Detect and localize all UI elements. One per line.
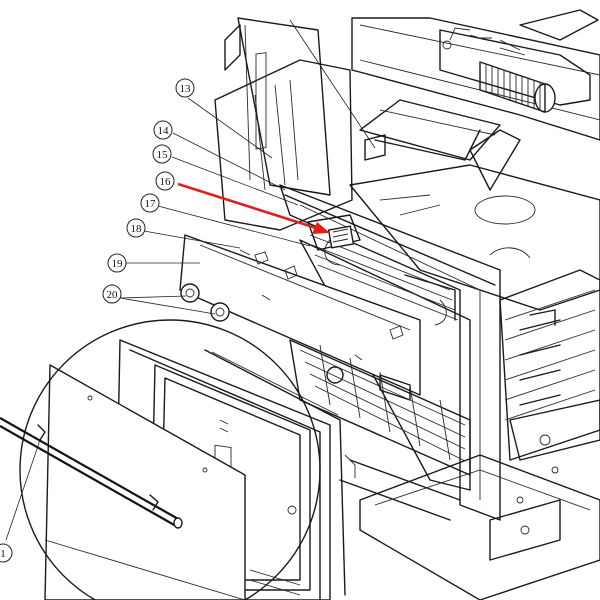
callout-16: 16 xyxy=(155,171,175,191)
control-panel xyxy=(179,234,421,401)
callout-17: 17 xyxy=(140,193,311,247)
control-switch-part xyxy=(307,214,361,251)
knob-far xyxy=(326,366,344,384)
callout-19-label: 19 xyxy=(112,258,124,270)
knob-right xyxy=(210,302,230,322)
oven-racks xyxy=(289,339,471,521)
callout-18-label: 18 xyxy=(131,223,143,235)
callout-1-label: 1 xyxy=(0,548,6,560)
callout-13: 13 xyxy=(175,78,273,159)
outer-door-glass xyxy=(44,364,246,600)
knob-left xyxy=(180,283,200,303)
grill-element xyxy=(309,234,459,326)
callout-17-label: 17 xyxy=(145,198,157,210)
control-knobs xyxy=(180,283,344,384)
callout-18: 18 xyxy=(126,218,241,249)
callout-19: 19 xyxy=(107,253,200,273)
magnification-circle xyxy=(19,319,321,600)
callout-13-label: 13 xyxy=(180,83,192,95)
callout-15: 15 xyxy=(152,144,299,206)
callout-20-label: 20 xyxy=(107,289,119,301)
callout-16-label: 16 xyxy=(160,176,172,188)
oven-base-plate xyxy=(349,129,600,311)
callout-15-label: 15 xyxy=(157,149,169,161)
fan-motor-assembly xyxy=(439,9,599,113)
side-rack-guides xyxy=(499,269,600,461)
oven-cavity-top xyxy=(214,17,600,231)
callout-14-label: 14 xyxy=(158,125,170,137)
door-gasket xyxy=(204,349,346,596)
callout-20: 20 xyxy=(102,284,216,315)
callout-1: 1 xyxy=(0,439,41,563)
top-bracket xyxy=(224,19,386,161)
callout-14: 14 xyxy=(153,120,286,191)
door-handle xyxy=(0,417,183,529)
red-arrow xyxy=(177,182,330,234)
bottom-tray xyxy=(359,399,600,600)
